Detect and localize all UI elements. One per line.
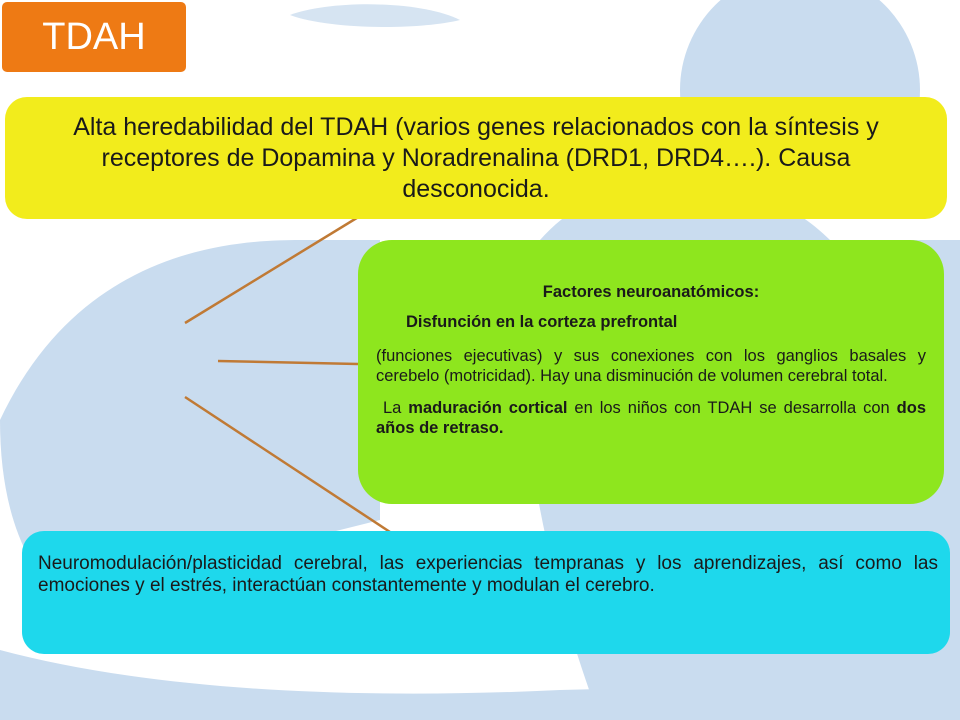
neuromodulation-text: Neuromodulación/plasticidad cerebral, la… — [38, 553, 938, 596]
connector-top — [184, 214, 361, 325]
neuroanatomic-subtitle: Disfunción en la corteza prefrontal — [406, 313, 678, 331]
p2-text-c: en los niños con TDAH se desarrolla con — [567, 399, 897, 417]
neuroanatomic-title: Factores neuroanatómicos: — [542, 283, 760, 301]
neuroanatomic-paragraph-2: La maduración cortical en los niños con … — [376, 398, 926, 438]
connector-middle — [217, 359, 359, 366]
p2-text-a: La — [382, 399, 409, 417]
tdah-center-node: TDAH — [0, 0, 188, 74]
p2-bold-maduracion: maduración cortical — [408, 399, 568, 417]
heredability-node: Alta heredabilidad del TDAH (varios gene… — [5, 97, 947, 219]
neuroanatomic-paragraph-1: (funciones ejecutivas) y sus conexiones … — [376, 347, 926, 385]
tdah-label: TDAH — [42, 15, 146, 58]
neuromodulation-node: Neuromodulación/plasticidad cerebral, la… — [22, 531, 950, 654]
p2-bold-retraso: dos años de retraso. — [376, 399, 926, 437]
neuroanatomic-node: Factores neuroanatómicos: Disfunción en … — [358, 240, 944, 504]
connector-bottom — [184, 395, 391, 534]
heredability-text: Alta heredabilidad del TDAH (varios gene… — [73, 112, 879, 203]
